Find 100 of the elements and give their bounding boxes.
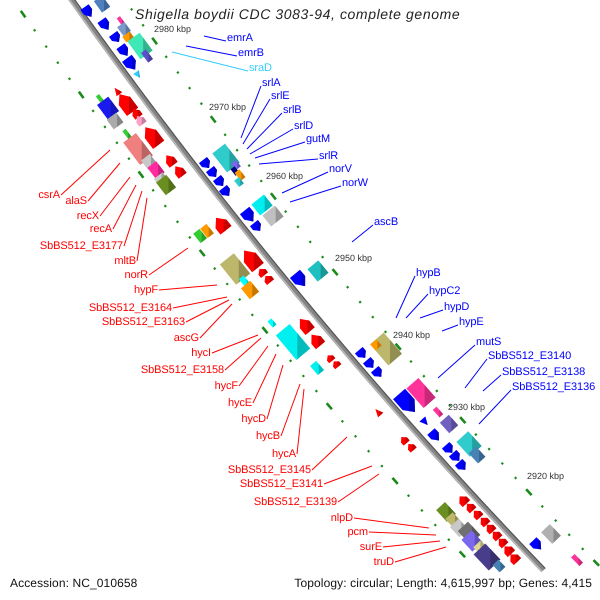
map-title: Shigella boydii CDC 3083-94, complete genome [135, 6, 460, 22]
gene-label: nlpD [330, 512, 353, 524]
leader-line [224, 338, 262, 370]
gene-label: norR [124, 269, 148, 281]
leader-line [204, 36, 226, 42]
leader-line [148, 248, 188, 276]
gene-label: mutS [476, 336, 502, 348]
gene-label: SbBS512_E3138 [502, 366, 586, 378]
leader-line [124, 190, 142, 246]
leader-line [238, 346, 268, 386]
gene-label: norV [329, 163, 352, 175]
leader-line [420, 310, 444, 318]
gene-label: SbBS512_E3140 [488, 350, 572, 362]
gene-label: hycI [191, 347, 211, 359]
gene-label: recX [76, 210, 99, 222]
gene-label: emrA [227, 32, 253, 44]
accession-text: Accession: NC_010658 [10, 576, 138, 590]
leader-line [324, 466, 372, 484]
gene-label: SbBS512_E3139 [254, 496, 337, 508]
scale-label: 2930 kbp [448, 402, 486, 412]
gene-label: hycE [228, 397, 252, 409]
gene-label: norW [342, 177, 368, 189]
leader-line [290, 186, 342, 202]
leader-line [396, 276, 416, 318]
gene-label: hycF [214, 380, 238, 392]
leader-line [442, 324, 458, 332]
leader-line [464, 358, 488, 388]
gene-label: recA [90, 223, 112, 235]
gene-label: sraD [249, 62, 272, 74]
gene-label: hypD [444, 301, 470, 313]
leader-line [368, 532, 436, 536]
gene-label: hypB [416, 267, 441, 279]
leader-line [100, 176, 130, 216]
leader-line [438, 344, 476, 378]
leader-line [280, 384, 300, 436]
gene-label: srlA [262, 77, 281, 89]
leader-line [242, 98, 270, 144]
gene-label: surE [360, 541, 382, 553]
scale-label: 2920 kbp [527, 471, 564, 481]
gene-label: srlR [319, 150, 338, 162]
gene-label: hypC2 [429, 285, 460, 297]
scale-label: 2940 kbp [393, 330, 430, 340]
gene-label: mltB [114, 255, 136, 267]
gene-label: hypE [459, 316, 484, 328]
leader-line [186, 300, 230, 322]
leader-line [240, 86, 262, 138]
gene-label: SbBS512_E3177 [40, 240, 123, 252]
gene-label: csrA [38, 189, 60, 201]
leader-line [478, 390, 512, 424]
gene-label: SbBS512_E3163 [102, 316, 185, 328]
leader-line [312, 436, 348, 470]
leader-line [246, 112, 282, 150]
leader-line [266, 364, 284, 420]
gene-label: hycD [241, 413, 266, 425]
leader-line [258, 158, 318, 164]
gene-label: srlE [271, 90, 290, 102]
leader-line [212, 334, 258, 354]
leader-line [352, 224, 374, 242]
gene-label: emrB [238, 47, 264, 59]
leader-line [158, 284, 218, 290]
gene-label: SbBS512_E3164 [88, 302, 172, 314]
gene-label: ascG [174, 332, 199, 344]
leader-line [112, 184, 136, 230]
leader-line [172, 296, 228, 308]
gene-label: SbBS512_E3145 [228, 464, 311, 476]
gene-label: pcm [348, 526, 368, 538]
leader-line [88, 162, 120, 202]
gene-label: SbBS512_E3141 [240, 478, 323, 490]
gene-label: SbBS512_E3136 [512, 381, 596, 393]
leader-line [254, 142, 306, 158]
gene-label: gutM [306, 133, 330, 145]
scale-label: 2980 kbp [154, 24, 192, 34]
scale-label: 2970 kbp [209, 102, 246, 112]
leader-line [186, 46, 238, 56]
leader-line [172, 52, 248, 72]
leader-line [296, 388, 304, 454]
gene-label: ascB [374, 216, 398, 228]
leader-line [382, 540, 440, 548]
leader-line [482, 374, 502, 392]
gene-label: hypF [134, 284, 158, 296]
leader-line [354, 518, 430, 528]
scale-label: 2960 kbp [266, 171, 304, 181]
leader-line [136, 198, 148, 262]
leader-line [406, 294, 428, 318]
leader-line [250, 128, 294, 154]
leader-line [282, 172, 328, 194]
leader-line [200, 304, 232, 338]
scale-label: 2950 kbp [335, 253, 372, 263]
gene-label: srlB [283, 104, 302, 116]
genome-stats-text: Topology: circular; Length: 4,615,997 bp; Genes: 4,415 [294, 576, 592, 590]
leader-line [60, 150, 110, 196]
gene-label: alaS [65, 195, 87, 207]
gene-label: SbBS512_E3158 [140, 364, 224, 376]
gene-label: hycB [256, 430, 280, 442]
leader-line [338, 474, 380, 502]
gene-label: truD [374, 556, 394, 568]
leader-line [394, 546, 446, 562]
leader-line [252, 354, 276, 404]
gene-label: srlD [294, 120, 314, 132]
gene-label: hycA [272, 448, 296, 460]
